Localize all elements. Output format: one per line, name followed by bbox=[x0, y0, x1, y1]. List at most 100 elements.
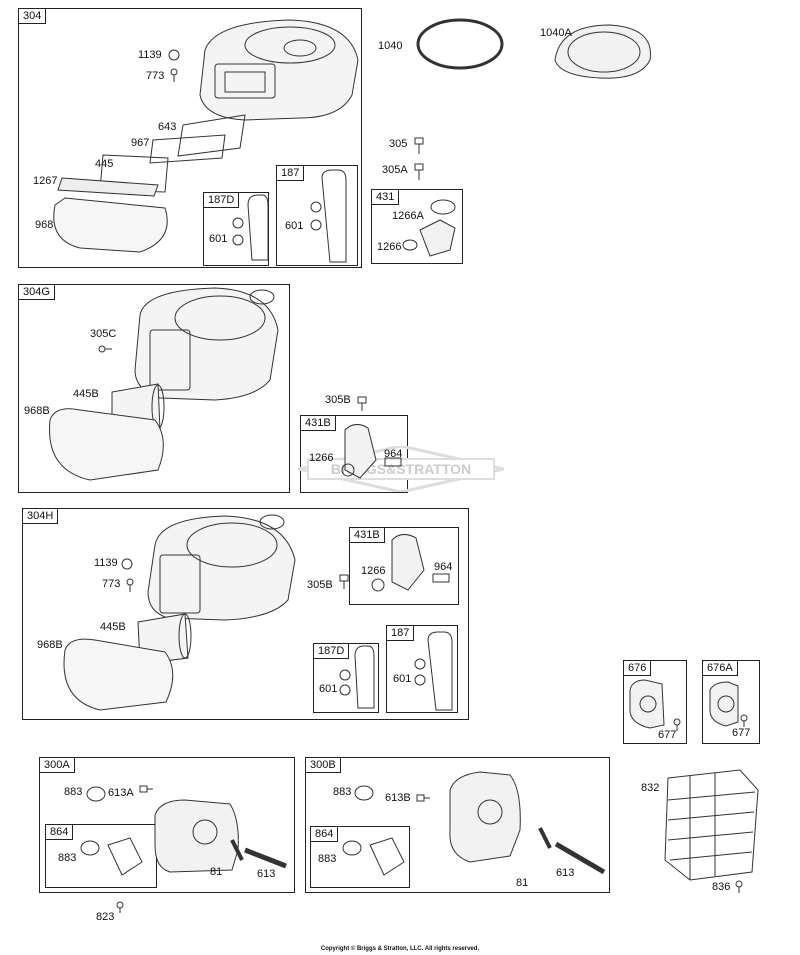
part-label: 1139 bbox=[94, 557, 118, 569]
filter-445-icon bbox=[99, 154, 169, 193]
part-label: 1040 bbox=[378, 40, 403, 52]
elbow-431-icon bbox=[419, 219, 456, 257]
panel-tag: 431B bbox=[350, 528, 385, 543]
bolt-613b-icon bbox=[416, 794, 430, 802]
clamp-601-icon bbox=[232, 234, 244, 246]
part-label: 964 bbox=[384, 448, 403, 460]
panel-tag: 187 bbox=[387, 626, 415, 641]
part-label: 601 bbox=[393, 673, 412, 685]
part-label: 445 bbox=[95, 158, 114, 170]
tube-187-icon bbox=[321, 169, 347, 263]
bracket-81-icon bbox=[538, 827, 552, 849]
panel-tag: 864 bbox=[46, 825, 74, 840]
blower-housing-304-icon bbox=[199, 19, 359, 121]
screw-773-icon bbox=[126, 578, 134, 592]
part-label: 1266 bbox=[377, 241, 402, 253]
part-label: 445B bbox=[73, 388, 99, 400]
part-label: 832 bbox=[641, 782, 660, 794]
elbow-431b-icon bbox=[391, 534, 425, 591]
part-label: 968B bbox=[24, 405, 50, 417]
tube-187-icon bbox=[427, 631, 453, 711]
bolt-305a-icon bbox=[414, 163, 424, 180]
clamp-601-icon bbox=[339, 684, 351, 696]
part-label: 613 bbox=[556, 867, 575, 879]
panel-tag: 187D bbox=[314, 644, 350, 659]
bolt-305b-icon bbox=[339, 574, 349, 589]
part-label: 305A bbox=[382, 164, 408, 176]
pipe-613-icon bbox=[554, 841, 606, 875]
tube-187d-icon bbox=[247, 194, 269, 261]
part-label: 305C bbox=[90, 328, 117, 340]
part-label: 601 bbox=[319, 683, 338, 695]
panel-431b-mid: 431B bbox=[300, 415, 408, 493]
panel-tag: 300A bbox=[40, 758, 75, 773]
panel-tag: 431B bbox=[301, 416, 336, 431]
part-label: 81 bbox=[516, 877, 529, 889]
tube-187d-icon bbox=[354, 645, 375, 709]
blower-housing-304h-icon bbox=[147, 514, 296, 621]
clamp-601-icon bbox=[232, 217, 244, 229]
copyright-notice: Copyright © Briggs & Stratton, LLC. All … bbox=[320, 946, 480, 952]
part-label: 964 bbox=[434, 561, 453, 573]
panel-tag: 676A bbox=[703, 661, 738, 676]
panel-300b: 300B bbox=[305, 757, 610, 893]
panel-300a: 300A bbox=[39, 757, 295, 893]
part-label: 1266A bbox=[392, 210, 424, 222]
part-label: 1267 bbox=[33, 175, 58, 187]
panel-187-h: 187 bbox=[386, 625, 458, 713]
part-label: 643 bbox=[158, 121, 177, 133]
panel-tag: 304 bbox=[19, 9, 47, 24]
gasket-1266-icon bbox=[341, 463, 355, 477]
part-label: 305B bbox=[307, 579, 333, 591]
panel-304h: 304H bbox=[22, 508, 469, 720]
part-label: 883 bbox=[64, 786, 83, 798]
deflector-676-icon bbox=[629, 679, 665, 729]
cover-968b-icon bbox=[63, 638, 174, 711]
screw-677-icon bbox=[740, 714, 748, 727]
muffler-300b-icon bbox=[449, 771, 521, 863]
muffler-300a-icon bbox=[154, 799, 239, 873]
part-label: 677 bbox=[732, 727, 751, 739]
seal-1267-icon bbox=[57, 177, 159, 197]
panel-431: 431 bbox=[371, 189, 463, 264]
screw-836-icon bbox=[735, 880, 743, 893]
bolt-305-icon bbox=[414, 137, 424, 154]
gasket-883-icon bbox=[342, 840, 362, 856]
bracket-643-icon bbox=[177, 114, 246, 157]
part-label: 613B bbox=[385, 792, 411, 804]
part-label: 445B bbox=[100, 621, 126, 633]
gasket-883-icon bbox=[80, 840, 100, 856]
clamp-601-icon bbox=[310, 219, 322, 231]
panel-tag: 187D bbox=[204, 193, 240, 208]
part-label: 305 bbox=[389, 138, 408, 150]
clamp-601-icon bbox=[339, 669, 351, 681]
screw-305c-icon bbox=[98, 345, 112, 353]
gasket-1266-icon bbox=[402, 239, 418, 251]
panel-304: 304 bbox=[18, 8, 362, 268]
cover-968-icon bbox=[53, 197, 168, 253]
part-label: 773 bbox=[146, 70, 165, 82]
part-label: 823 bbox=[96, 911, 115, 923]
panel-676: 676 bbox=[623, 660, 687, 744]
blower-housing-304g-icon bbox=[134, 287, 279, 401]
bracket-81-icon bbox=[230, 839, 244, 861]
gasket-883-icon bbox=[86, 786, 106, 802]
panel-864-b: 864 bbox=[310, 826, 410, 888]
part-label: 883 bbox=[58, 852, 77, 864]
gasket-883-icon bbox=[354, 785, 374, 801]
part-label: 883 bbox=[333, 786, 352, 798]
clamp-601-icon bbox=[414, 658, 426, 670]
screw-677-icon bbox=[673, 718, 681, 731]
elbow-431b-icon bbox=[344, 424, 377, 479]
ring-1040-icon bbox=[416, 18, 504, 70]
adapter-864-icon bbox=[369, 837, 405, 876]
part-label: 773 bbox=[102, 578, 121, 590]
adapter-864-icon bbox=[107, 837, 143, 876]
guard-832-icon bbox=[664, 769, 759, 881]
part-label: 677 bbox=[658, 729, 677, 741]
plug-964-icon bbox=[432, 573, 450, 583]
panel-tag: 300B bbox=[306, 758, 341, 773]
part-label: 1266 bbox=[309, 452, 334, 464]
bolt-613a-icon bbox=[139, 785, 153, 793]
grommet-1139-icon bbox=[168, 49, 180, 61]
